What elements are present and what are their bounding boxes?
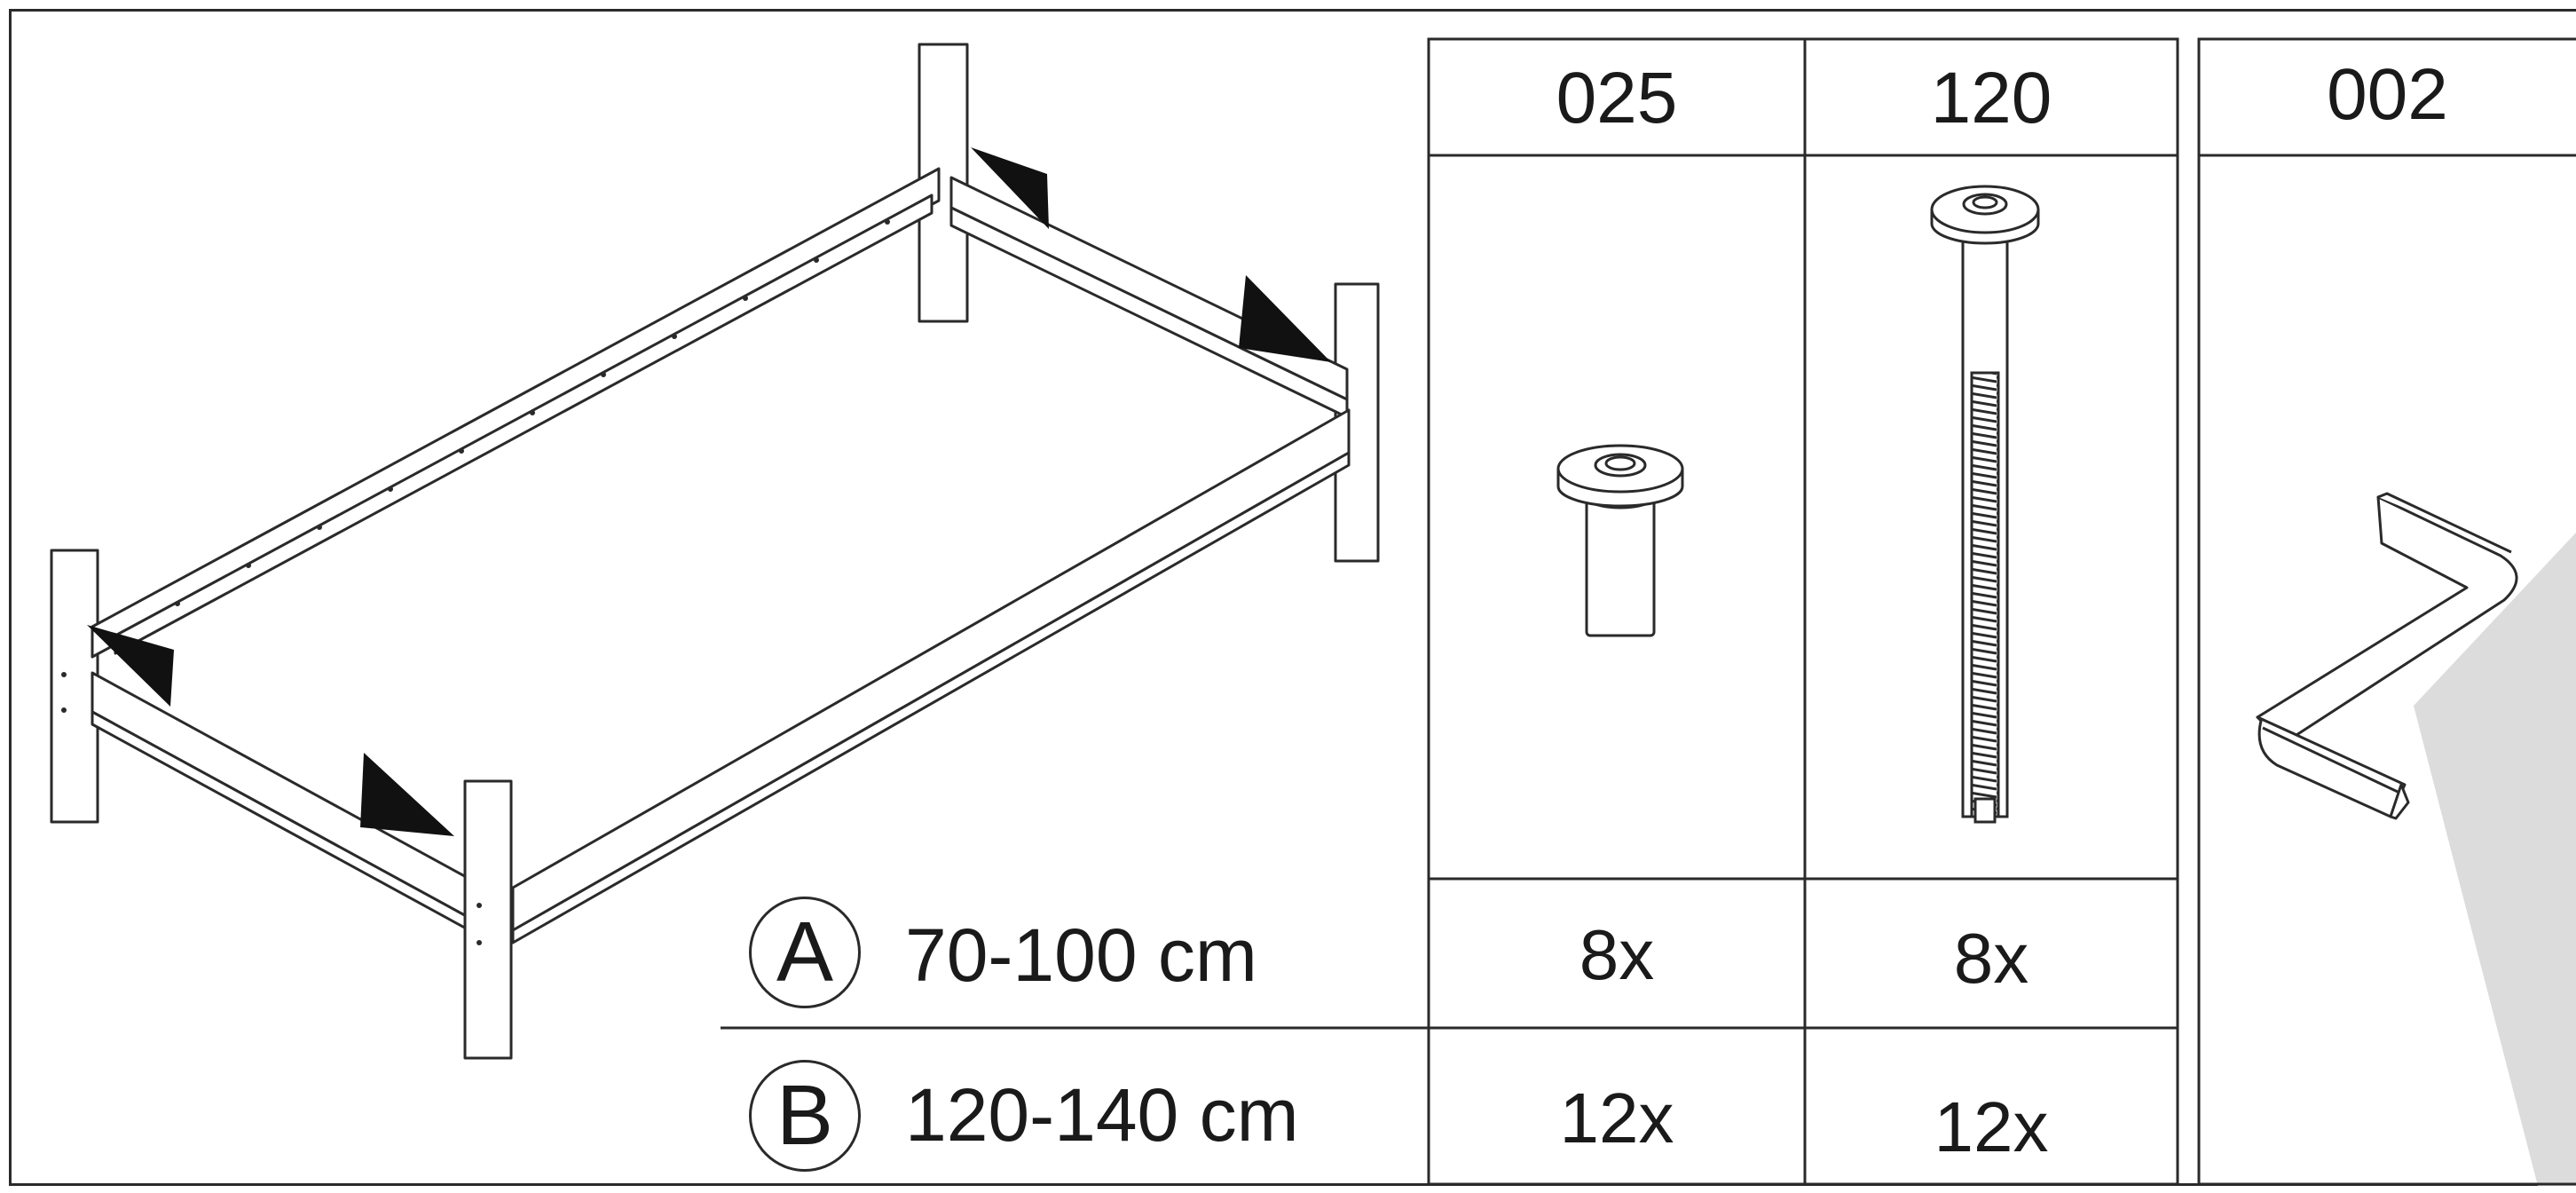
tool-code-002: 002 — [2327, 54, 2448, 135]
qty-025-size-b: 12x — [1559, 1078, 1674, 1157]
part-code-120: 120 — [1930, 58, 2052, 138]
assembly-arrow-icons — [87, 147, 1331, 836]
short-connector-bolt-icon — [1556, 444, 1684, 637]
arrow-icon — [1239, 275, 1331, 362]
arrow-icon — [87, 625, 174, 707]
arrow-icon — [971, 147, 1049, 229]
arrow-icon — [360, 753, 454, 836]
part-code-025: 025 — [1556, 58, 1678, 138]
qty-120-size-a: 8x — [1953, 919, 2029, 998]
qty-120-size-b: 12x — [1934, 1087, 2049, 1166]
allen-key-icon — [2256, 492, 2518, 820]
qty-025-size-a: 8x — [1579, 915, 1655, 994]
rail-holes — [61, 219, 890, 945]
front-short-rail — [91, 671, 481, 925]
front-rail — [511, 408, 1351, 932]
corner-shadow — [2414, 533, 2576, 1186]
parts-table-grid — [721, 37, 2576, 1186]
page-border — [9, 9, 2576, 1186]
size-range-a: 70-100 cm — [905, 913, 1257, 997]
bed-post-front — [463, 779, 513, 1060]
size-badge-b: B — [749, 1060, 861, 1172]
bed-frame-assembly-icon — [50, 43, 1380, 1060]
front-rail-edge — [511, 451, 1351, 944]
bed-post-left — [50, 549, 99, 824]
back-short-rail — [949, 176, 1349, 401]
back-rail-lip — [114, 194, 934, 655]
back-short-rail-edge — [949, 206, 1349, 419]
long-threaded-bolt-icon — [1930, 185, 2040, 824]
size-range-b: 120-140 cm — [905, 1073, 1299, 1157]
size-badge-a: A — [749, 897, 861, 1008]
